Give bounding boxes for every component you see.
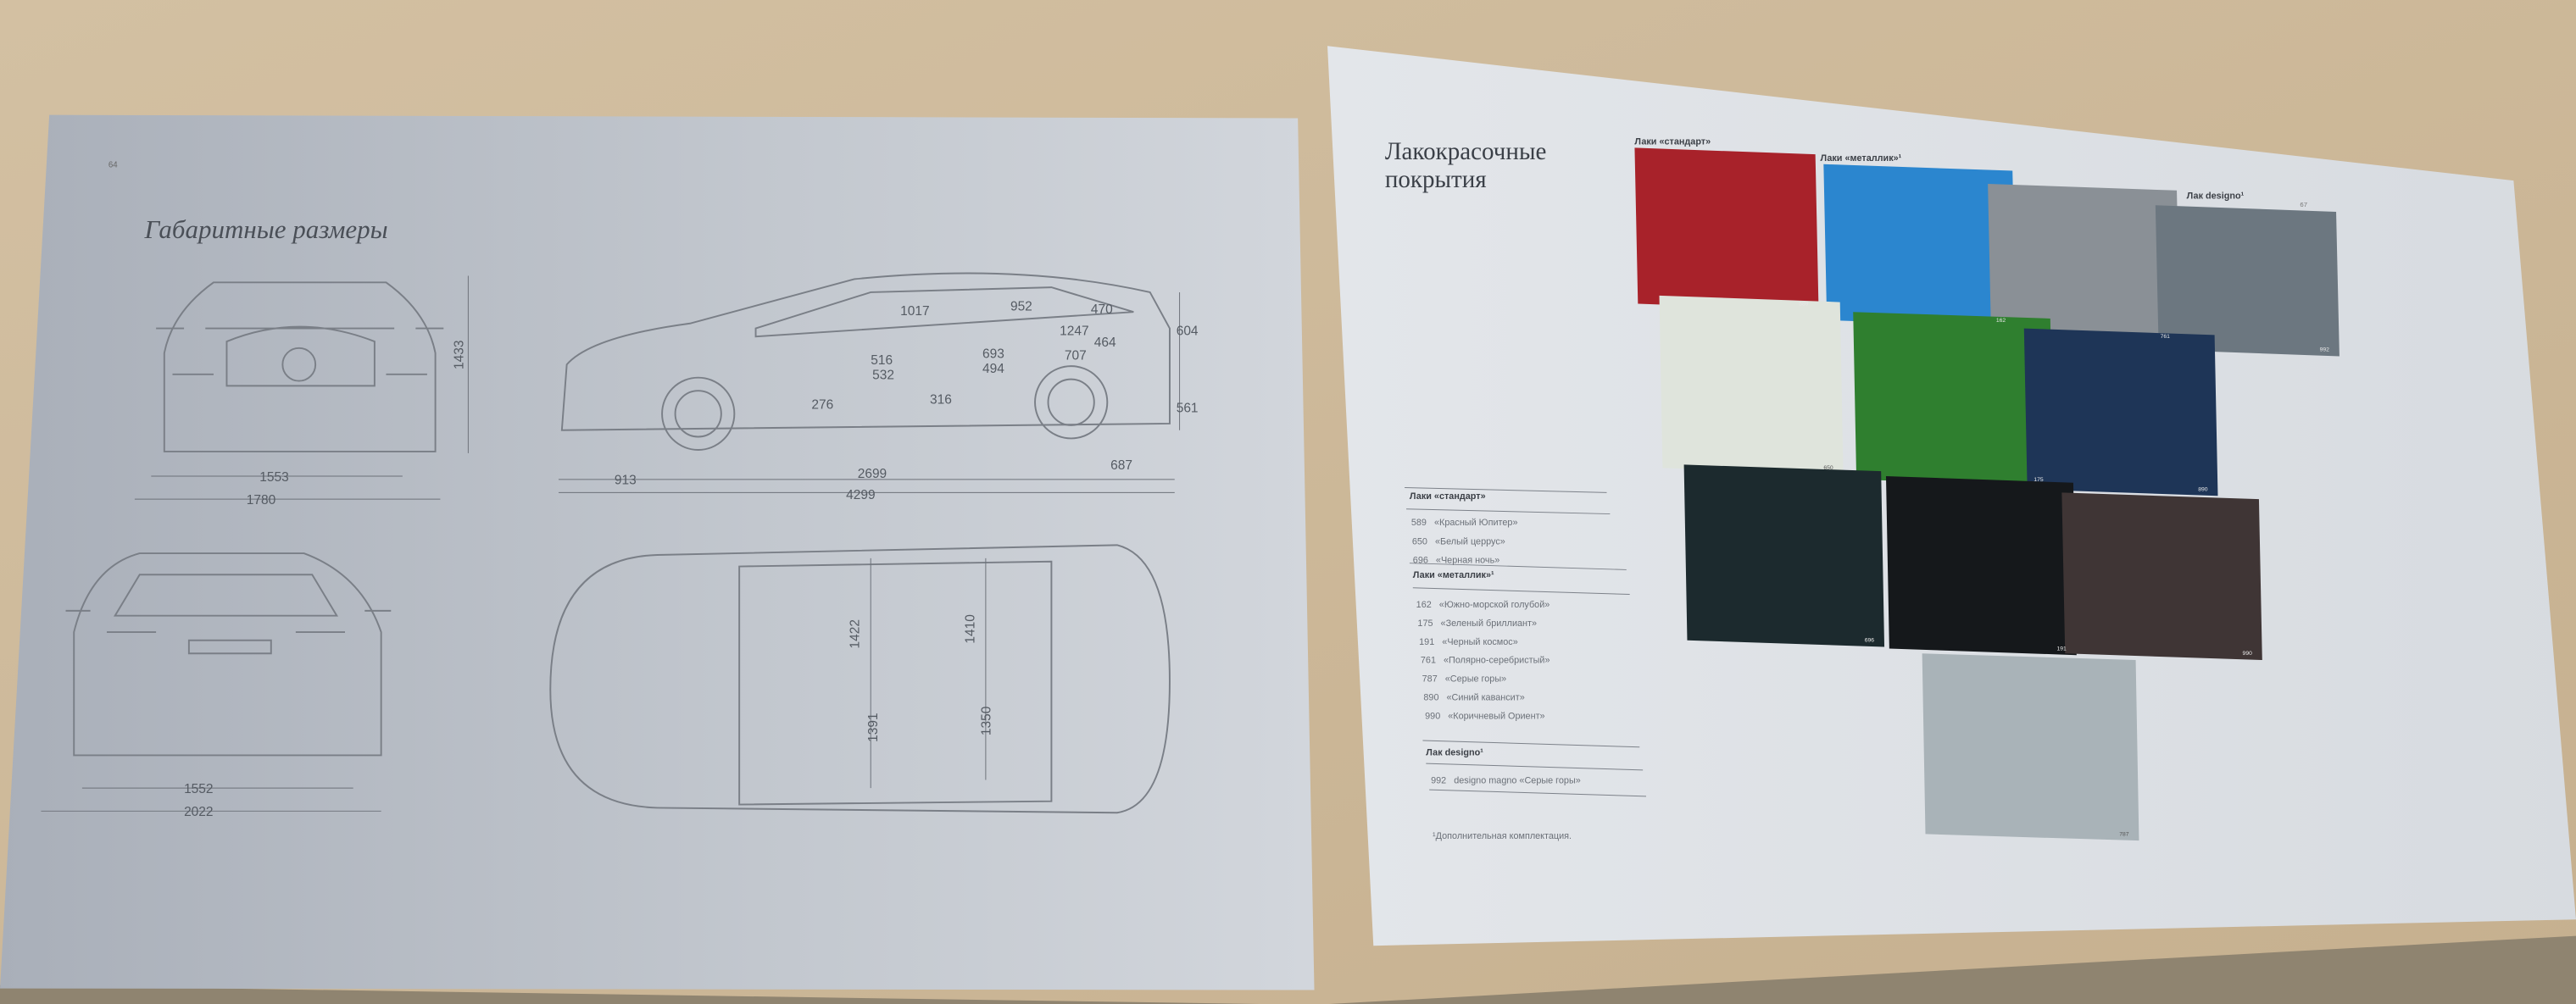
legend-code: 992 <box>1431 775 1446 785</box>
legend-code: 162 <box>1416 600 1432 610</box>
legend-name: «Полярно-серебристый» <box>1444 656 1549 666</box>
color-swatch <box>2061 492 2262 661</box>
legend-header-designo: Лак designo¹ <box>1426 747 1483 757</box>
legend-code: 761 <box>1421 656 1436 666</box>
swatch-code: 787 <box>2119 831 2129 837</box>
legend-name: designo magno «Серые горы» <box>1454 775 1581 785</box>
color-swatch <box>2023 328 2218 496</box>
swatch-codes: 589 162 761 992 650 175 890 696 191 990 787 <box>1799 301 2329 837</box>
color-swatch <box>1659 295 1844 475</box>
dim-side: 952 <box>1010 299 1032 313</box>
dim-side: 494 <box>982 362 1004 376</box>
page-title: Габаритные размеры <box>144 214 388 244</box>
swatch-code: 191 <box>2057 646 2067 652</box>
dim-side: 532 <box>872 369 894 383</box>
swatch-code: 175 <box>2034 477 2044 483</box>
color-swatch <box>1634 147 1819 311</box>
dim-rear-track: 1552 <box>184 782 213 796</box>
swatch-code: 162 <box>1996 318 2006 324</box>
legend-name: «Коричневый Ориент» <box>1448 711 1544 721</box>
legend-name: «Зеленый бриллиант» <box>1441 618 1538 629</box>
dim-rear-width: 2022 <box>184 805 213 819</box>
legend-code: 589 <box>1411 518 1427 528</box>
page-number: 67 <box>2300 201 2307 208</box>
legend-code: 175 <box>1417 618 1433 629</box>
swatch-code: 650 <box>1823 465 1833 471</box>
shadow <box>0 935 2576 1004</box>
color-swatch <box>1853 312 2054 486</box>
dim-side: 470 <box>1091 302 1113 317</box>
dim-side: 561 <box>1177 401 1199 415</box>
swatch-code: 761 <box>2161 334 2171 340</box>
legend-code: 696 <box>1413 556 1428 566</box>
group-label-designo: Лак designo¹ <box>2187 191 2245 201</box>
dim-side: 516 <box>871 353 893 368</box>
color-swatches <box>1634 147 2340 841</box>
legend-code: 191 <box>1419 637 1434 647</box>
group-label-metallic: Лаки «металлик»¹ <box>1820 153 1901 164</box>
legend-header-metallic: Лаки «металлик»¹ <box>1413 570 1494 580</box>
dim-side: 693 <box>982 347 1004 361</box>
color-swatch <box>1922 653 2139 841</box>
dim-side: 604 <box>1177 324 1199 338</box>
legend-code: 650 <box>1412 536 1427 546</box>
dim-side: 707 <box>1065 348 1087 363</box>
legend-name: «Южно-морской голубой» <box>1439 600 1550 610</box>
color-swatch <box>1885 475 2077 656</box>
color-swatch <box>1988 184 2180 344</box>
legend-name: «Красный Юпитер» <box>1434 518 1518 528</box>
dim-side: 464 <box>1094 336 1116 350</box>
dim-length: 4299 <box>846 488 875 502</box>
legend-footnote: ¹Дополнительная комплектация. <box>1433 831 1572 841</box>
dim-top: 1350 <box>980 706 994 735</box>
dim-top: 1410 <box>963 614 977 644</box>
swatch-code: 696 <box>1865 638 1875 644</box>
dim-side: 276 <box>811 398 833 413</box>
swatch-code: 990 <box>2243 651 2253 657</box>
dim-front-width: 1780 <box>247 493 276 508</box>
colors-title-line1: Лакокрасочные <box>1385 138 1547 165</box>
dim-rear-overhang: 687 <box>1110 458 1132 473</box>
right-page: Лакокрасочные покрытия 67 589 162 761 992 65… <box>1327 46 2576 946</box>
dim-side: 1247 <box>1060 324 1088 338</box>
legend-code: 990 <box>1425 711 1440 721</box>
color-swatch <box>1683 464 1885 647</box>
color-legend: Лаки «стандарт» 589 «Красный Юпитер» 650 «Б… <box>1405 487 1647 841</box>
car-top-view: 1422 1410 1391 1350 <box>549 544 1171 814</box>
legend-code: 787 <box>1422 674 1438 685</box>
car-front-view: 1433 1553 1780 <box>134 275 469 508</box>
dim-front-overhang: 913 <box>615 474 637 488</box>
dim-top: 1422 <box>848 619 863 648</box>
color-swatch <box>2155 205 2340 357</box>
dim-top: 1391 <box>866 713 881 741</box>
dim-front-height: 1433 <box>453 341 467 369</box>
color-swatch <box>1823 164 2017 327</box>
legend-name: «Белый церрус» <box>1435 536 1505 546</box>
left-page: 64 Габаритные размеры 1433 1553 1780 101… <box>0 114 1315 990</box>
swatch-code: 992 <box>2320 347 2330 353</box>
dim-front-track: 1553 <box>259 470 288 485</box>
legend-name: «Черная ночь» <box>1436 556 1499 566</box>
legend-code: 890 <box>1423 692 1438 702</box>
car-side-view: 1017 952 470 604 1247 516 693 464 532 49… <box>558 272 1199 502</box>
legend-name: «Черный космос» <box>1442 637 1517 647</box>
swatch-code: 589 <box>1799 301 1809 307</box>
car-rear-view: 1552 2022 <box>41 552 392 819</box>
legend-name: «Серые горы» <box>1445 674 1506 685</box>
page-number: 64 <box>108 161 118 170</box>
dim-wheelbase: 2699 <box>858 467 887 481</box>
legend-header-standard: Лаки «стандарт» <box>1410 491 1486 502</box>
swatch-code: 890 <box>2198 486 2208 492</box>
dim-side: 1017 <box>900 304 929 319</box>
colors-title-line2: покрытия <box>1385 166 1487 193</box>
dim-side: 316 <box>930 393 952 408</box>
legend-name: «Синий кавансит» <box>1447 692 1525 702</box>
group-label-standard: Лаки «стандарт» <box>1634 137 1711 147</box>
